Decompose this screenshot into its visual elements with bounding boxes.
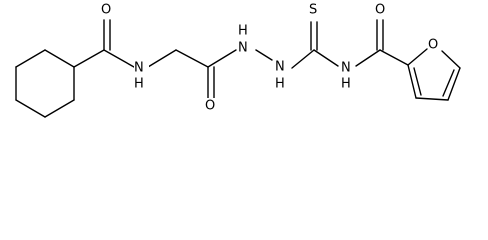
amide-group-2 (175, 49, 237, 99)
thioamide-hydrogen-label: H (341, 77, 351, 92)
thioamide-nitrogen-label: N (341, 61, 351, 76)
hydrazine-h1-label: H (238, 24, 248, 39)
hydrazine-h2-label: H (275, 77, 285, 92)
furoyl-oxygen-label: O (375, 3, 385, 18)
cyclohexane-ring (15, 49, 75, 118)
amide1-oxygen-label: O (101, 3, 111, 18)
furan-ring (407, 48, 461, 101)
hydrazine-n2-label: N (275, 60, 285, 75)
hydrazine-linkage (255, 49, 273, 61)
amide1-hydrogen-label: H (134, 77, 144, 92)
thiocarbonyl-sulfur-label: S (309, 3, 317, 18)
chemical-structure: O N H O H N N H S N H O O (15, 1, 461, 118)
atom-labels: O N H O H N N H S N H O O (99, 1, 438, 115)
amide1-nitrogen-label: N (134, 61, 144, 76)
furoyl-carbonyl (355, 19, 409, 67)
hydrazine-n1-label: N (238, 41, 248, 56)
amide2-oxygen-label: O (205, 99, 215, 114)
furan-oxygen-label: O (428, 38, 438, 53)
amide-group-1 (73, 19, 177, 68)
thiocarbonyl-group (291, 21, 339, 69)
